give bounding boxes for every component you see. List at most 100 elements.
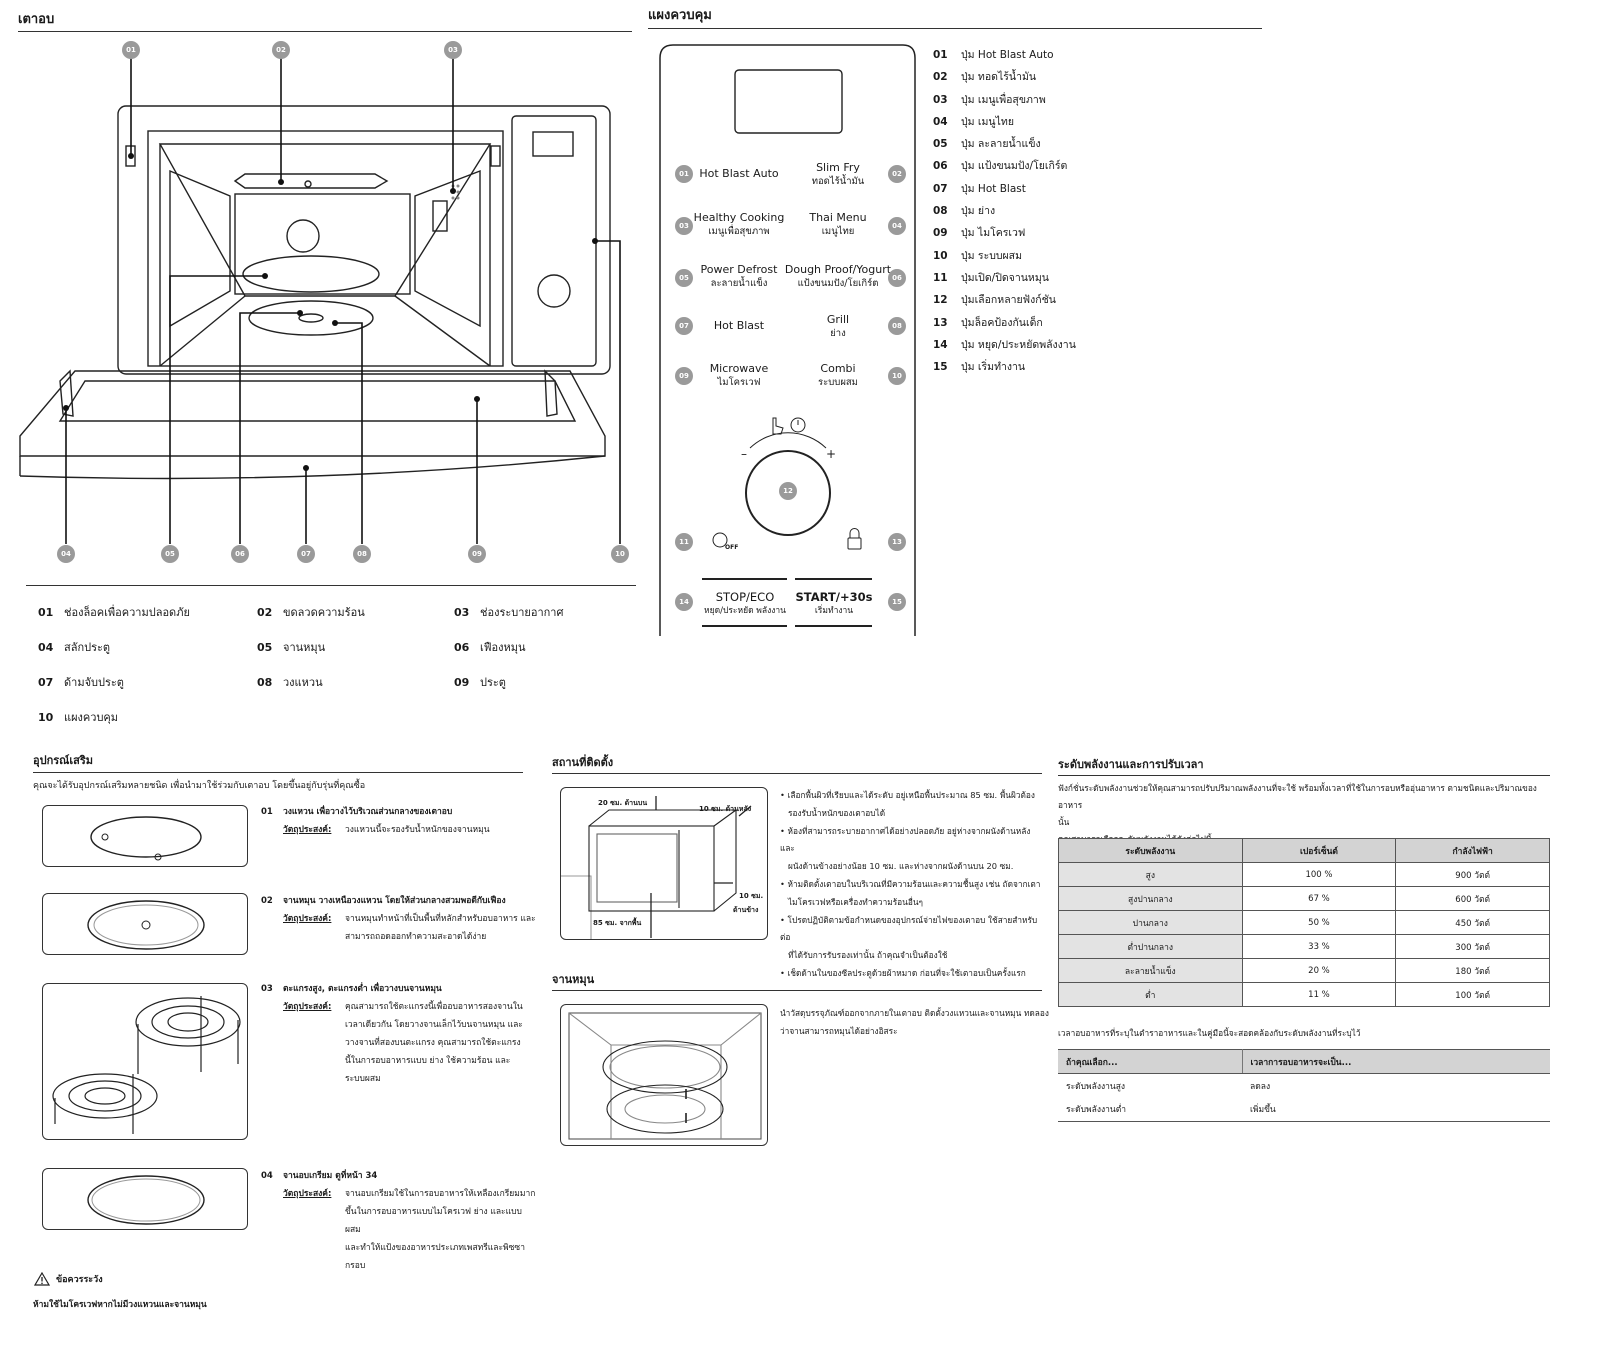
panel-badge-02: 02	[888, 165, 906, 183]
turntable-off-icon[interactable]: OFF	[711, 532, 738, 554]
time-adjust-table: ถ้าคุณเลือก... เวลาการอบอาหารจะเป็น... ร…	[1058, 1049, 1550, 1122]
header-cell: ระดับพลังงาน	[1058, 838, 1243, 863]
bullet-cont: ผนังด้านข้างอย่างน้อย 10 ซม. และห่างจากผ…	[788, 861, 1014, 872]
clearance-top-label: 20 ซม. ด้านบน	[598, 799, 648, 807]
oven-callout-06: 06	[231, 545, 249, 563]
header-cell: เวลาการอบอาหารจะเป็น...	[1242, 1049, 1550, 1074]
panel-badge-13: 13	[888, 533, 906, 551]
panel-badge-07: 07	[675, 317, 693, 335]
clearance-floor-label: 85 ซม. จากพื้น	[593, 919, 642, 927]
bullet: • เช็ดด้านในของซีลประตูด้วยผ้าหมาด ก่อนท…	[780, 967, 1026, 978]
panel-section-title: แผงควบคุม	[648, 8, 712, 23]
turntable-image	[42, 893, 248, 955]
accessories-intro: คุณจะได้รับอุปกรณ์เสริมหลายชนิด เพื่อนำม…	[33, 781, 366, 791]
panel-badge-09: 09	[675, 367, 693, 385]
header-cell: กำลังไฟฟ้า	[1395, 838, 1550, 863]
panel-badge-08: 08	[888, 317, 906, 335]
panel-badge-15: 15	[888, 593, 906, 611]
oven-callout-10: 10	[611, 545, 629, 563]
bullet: • เลือกพื้นผิวที่เรียบและได้ระดับ อยู่เห…	[780, 790, 1035, 800]
bullet-cont: ไมโครเวฟหรือเครื่องทำความร้อนอื่นๆ	[788, 896, 923, 907]
header-cell: เปอร์เซ็นต์	[1241, 838, 1397, 863]
oven-diagram	[19, 56, 621, 544]
table-header-row: ระดับพลังงาน เปอร์เซ็นต์ กำลังไฟฟ้า	[1058, 838, 1550, 863]
bullet-cont: รองรับน้ำหนักของเตาอบได้	[788, 807, 886, 818]
install-rule	[552, 773, 1042, 774]
caution-text: ห้ามใช้ไมโครเวฟหากไม่มีวงแหวนและจานหมุน	[33, 1300, 207, 1310]
hot-blast-auto-button[interactable]: Hot Blast Auto	[699, 167, 779, 180]
panel-badge-05: 05	[675, 269, 693, 287]
panel-badge-04: 04	[888, 217, 906, 235]
bullet: • โปรดปฏิบัติตามข้อกำหนดของอุปกรณ์จ่ายไฟ…	[780, 914, 1038, 943]
turntable-rule	[552, 990, 1042, 991]
roller-ring-image	[42, 805, 248, 867]
oven-callout-09: 09	[468, 545, 486, 563]
oven-title-rule	[18, 31, 632, 32]
install-clearance-image: 20 ซม. ด้านบน 10 ซม. ด้านหลัง 10 ซม. ด้า…	[560, 787, 768, 940]
accessories-title: อุปกรณ์เสริม	[33, 754, 93, 767]
table-row: ระดับพลังงานสูงลดลง	[1066, 1081, 1271, 1092]
clearance-side-label-1: 10 ซม.	[739, 892, 764, 900]
panel-badge-12: 12	[779, 482, 797, 500]
panel-badge-06: 06	[888, 269, 906, 287]
power-title: ระดับพลังงานและการปรับเวลา	[1058, 758, 1204, 771]
clearance-side-label-2: ด้านข้าง	[733, 906, 759, 914]
install-title: สถานที่ติดตั้ง	[552, 756, 614, 769]
panel-badge-01: 01	[675, 165, 693, 183]
child-lock-icon[interactable]	[845, 530, 865, 552]
turntable-text: นำวัสดุบรรจุภัณฑ์ออกจากภายในเตาอบ ติดตั้…	[780, 1008, 1049, 1036]
dial-minus-label: –	[741, 447, 747, 461]
oven-section-title: เตาอบ	[18, 12, 55, 27]
oven-callout-02: 02	[272, 41, 290, 59]
oven-callout-08: 08	[353, 545, 371, 563]
panel-title-rule	[648, 28, 1262, 29]
oven-callout-01: 01	[122, 41, 140, 59]
racks-image	[42, 983, 248, 1140]
turntable-title: จานหมุน	[552, 973, 595, 986]
hot-blast-button[interactable]: Hot Blast	[713, 319, 765, 332]
table-header-row: ถ้าคุณเลือก... เวลาการอบอาหารจะเป็น...	[1058, 1049, 1550, 1074]
bullet: • ห้ามติดตั้งเตาอบในบริเวณที่มีความร้อนแ…	[780, 878, 1041, 889]
oven-callout-04: 04	[57, 545, 75, 563]
bullet-cont: ที่ได้รับการรับรองเท่านั้น ถ้าคุณจำเป็นต…	[788, 950, 948, 961]
crusty-plate-image	[42, 1168, 248, 1230]
oven-callout-03: 03	[444, 41, 462, 59]
